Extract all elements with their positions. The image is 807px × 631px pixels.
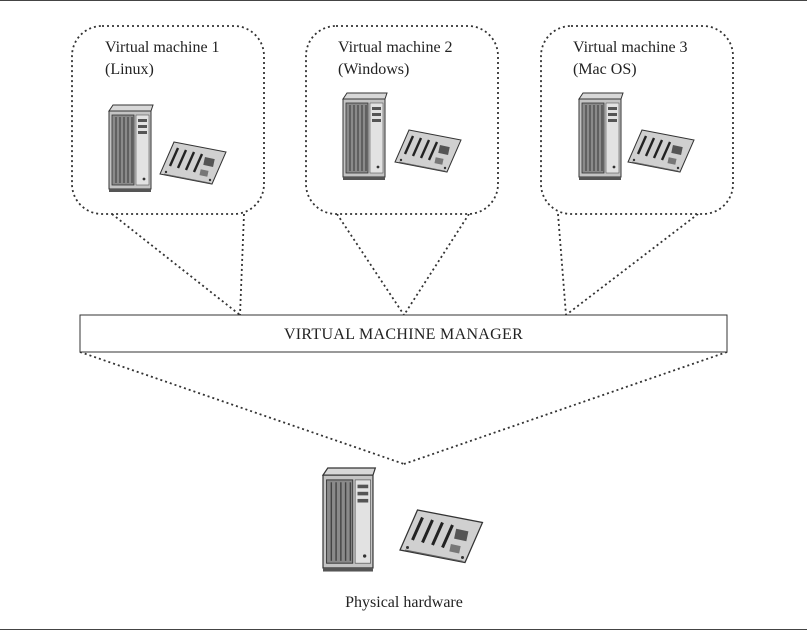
hardware-connectors (79, 351, 728, 465)
motherboard-icon (398, 508, 484, 564)
tower-server-icon (108, 104, 154, 193)
vm-name: Virtual machine 3 (573, 39, 688, 56)
physical-hardware: Physical hardware (322, 467, 484, 611)
vm-connectors (111, 213, 699, 316)
manager-label: VIRTUAL MACHINE MANAGER (284, 326, 523, 343)
vm-name: Virtual machine 1 (105, 39, 220, 56)
virtual-machine-manager: VIRTUAL MACHINE MANAGER (79, 314, 728, 353)
tower-server-icon (578, 92, 624, 181)
vm-os: (Mac OS) (573, 61, 637, 78)
vm-os: (Linux) (105, 61, 154, 78)
tower-server-icon (322, 467, 377, 573)
tower-server-icon (342, 92, 388, 181)
vm-box-macos: Virtual machine 3 (Mac OS) (540, 25, 734, 215)
vm-box-windows: Virtual machine 2 (Windows) (305, 25, 499, 215)
vm-name: Virtual machine 2 (338, 39, 453, 56)
vm-os: (Windows) (338, 61, 409, 78)
vm-box-linux: Virtual machine 1 (Linux) (71, 25, 265, 215)
physical-hardware-label: Physical hardware (345, 594, 463, 611)
